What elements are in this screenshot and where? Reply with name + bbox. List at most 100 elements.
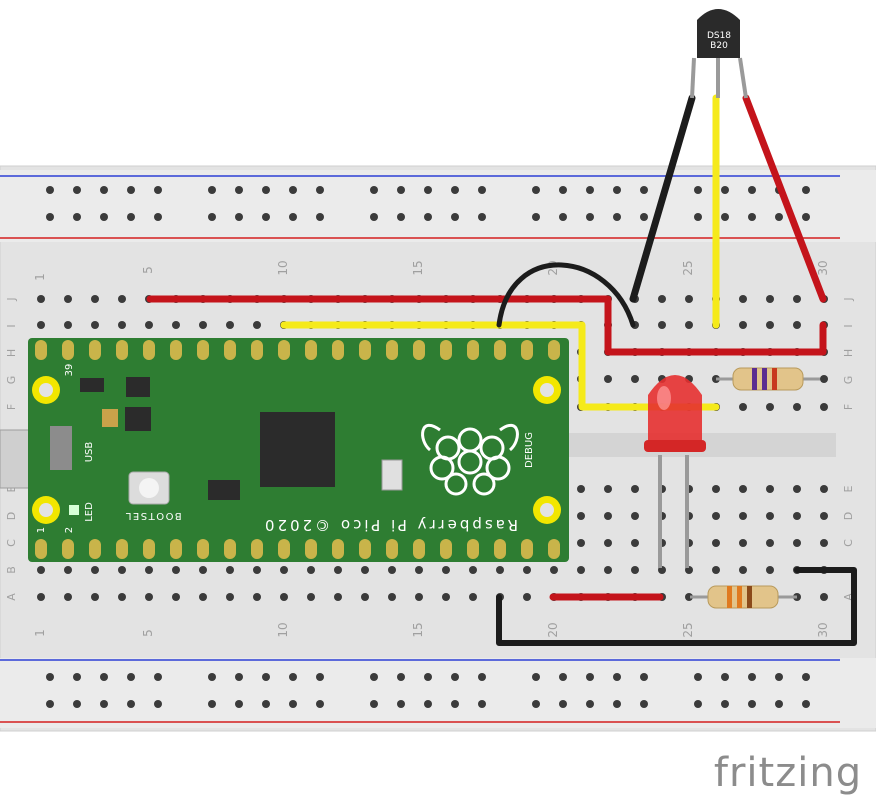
- breadboard-hole: [793, 403, 801, 411]
- rail-hole: [640, 673, 648, 681]
- rail-hole: [127, 213, 135, 221]
- rail-hole: [370, 213, 378, 221]
- sensor-label-1: DS18: [707, 31, 731, 41]
- pico-pin: [251, 539, 263, 559]
- bootsel-button-cap[interactable]: [139, 478, 159, 498]
- breadboard-hole: [766, 295, 774, 303]
- breadboard-hole: [172, 593, 180, 601]
- row-label: I: [5, 324, 18, 327]
- row-label: G: [5, 376, 18, 385]
- pico-pin: [548, 539, 560, 559]
- breadboard-hole: [631, 485, 639, 493]
- rail-hole: [154, 700, 162, 708]
- rail-hole: [802, 186, 810, 194]
- breadboard-hole: [280, 566, 288, 574]
- breadboard-hole: [820, 375, 828, 383]
- breadboard-hole: [172, 321, 180, 329]
- breadboard-hole: [145, 321, 153, 329]
- rail-hole: [154, 673, 162, 681]
- black-ground-wire[interactable]: [496, 567, 857, 646]
- rail-hole: [154, 213, 162, 221]
- sensor-leg: [690, 57, 696, 99]
- rail-hole: [640, 700, 648, 708]
- rail-hole: [100, 186, 108, 194]
- row-label: D: [842, 512, 855, 520]
- breadboard-hole: [226, 566, 234, 574]
- row-label: J: [842, 297, 855, 301]
- usb-label: USB: [84, 442, 95, 463]
- rail-hole: [775, 673, 783, 681]
- col-label: 15: [411, 622, 425, 637]
- rail-hole: [235, 213, 243, 221]
- top-power-rail: [0, 170, 876, 242]
- breadboard-hole: [766, 539, 774, 547]
- breadboard-hole: [793, 485, 801, 493]
- rail-hole: [478, 673, 486, 681]
- breadboard-hole: [523, 593, 531, 601]
- rail-hole: [694, 213, 702, 221]
- rail-hole: [100, 673, 108, 681]
- breadboard-hole: [253, 593, 261, 601]
- pico-pin: [359, 340, 371, 360]
- breadboard-hole: [91, 321, 99, 329]
- resistor-body: [707, 585, 779, 609]
- rail-hole: [397, 673, 405, 681]
- rail-hole: [451, 673, 459, 681]
- breadboard-hole: [37, 321, 45, 329]
- row-label: E: [842, 485, 855, 492]
- led-highlight: [657, 386, 671, 410]
- rail-hole: [802, 213, 810, 221]
- rail-hole: [289, 673, 297, 681]
- breadboard-hole: [388, 593, 396, 601]
- rail-hole: [532, 213, 540, 221]
- rail-hole: [73, 700, 81, 708]
- rail-hole: [586, 700, 594, 708]
- breadboard-hole: [658, 295, 666, 303]
- pico-pin: [386, 539, 398, 559]
- breadboard-hole: [739, 321, 747, 329]
- resistor-band: [747, 586, 752, 608]
- breadboard-hole: [361, 566, 369, 574]
- pico-pin: [440, 340, 452, 360]
- rail-hole: [289, 213, 297, 221]
- debug-label: DEBUG: [524, 432, 535, 468]
- black-sensor-wire[interactable]: [629, 94, 696, 303]
- resistor-top: [716, 367, 820, 391]
- rail-hole: [694, 700, 702, 708]
- breadboard-hole: [712, 512, 720, 520]
- rail-hole: [586, 673, 594, 681]
- rail-hole: [397, 213, 405, 221]
- breadboard-hole: [91, 566, 99, 574]
- rail-hole: [532, 700, 540, 708]
- breadboard-hole: [469, 593, 477, 601]
- red-sensor-wire[interactable]: [742, 94, 827, 303]
- rail-hole: [424, 673, 432, 681]
- pico-pin: [89, 539, 101, 559]
- breadboard-hole: [604, 485, 612, 493]
- breadboard-hole: [739, 566, 747, 574]
- rail-hole: [748, 186, 756, 194]
- rail-hole: [775, 700, 783, 708]
- rail-hole: [370, 186, 378, 194]
- resistor-band: [762, 368, 767, 390]
- rail-hole: [532, 186, 540, 194]
- rail-hole: [46, 213, 54, 221]
- breadboard-hole: [307, 566, 315, 574]
- black-jumper-wire[interactable]: [496, 262, 636, 328]
- breadboard-hole: [766, 485, 774, 493]
- row-label: H: [842, 349, 855, 357]
- breadboard-hole: [766, 566, 774, 574]
- red-power-wire[interactable]: [146, 295, 827, 356]
- rail-hole: [46, 186, 54, 194]
- col-label: 30: [816, 260, 830, 275]
- row-label: B: [5, 566, 18, 574]
- rail-hole: [748, 700, 756, 708]
- chip: [208, 480, 240, 500]
- col-label: 15: [411, 260, 425, 275]
- rail-hole: [613, 213, 621, 221]
- breadboard-hole: [145, 566, 153, 574]
- chip: [126, 377, 150, 397]
- row-label: J: [5, 297, 18, 301]
- rail-hole: [316, 673, 324, 681]
- rail-hole: [424, 213, 432, 221]
